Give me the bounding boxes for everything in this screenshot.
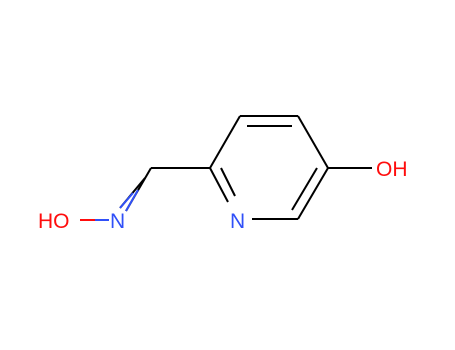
bond-c2-n1-double	[220, 167, 236, 197]
bond-ch-n-part2	[125, 189, 139, 212]
oxime-oxygen-label: HO	[38, 210, 70, 233]
ring-nitrogen-label: N	[230, 210, 245, 233]
pyridine-ring	[209, 115, 329, 220]
bond-c4-c5	[297, 115, 329, 169]
bond-c2-c3	[209, 115, 241, 169]
bond-c5-c6-double	[291, 167, 318, 211]
bond-c2-n1	[209, 167, 229, 203]
hydroxyl-label: OH	[376, 158, 408, 181]
bond-c5-c6	[297, 167, 329, 220]
oxime-nitrogen-label: N	[110, 210, 125, 233]
bond-ch-n-double-part2	[119, 192, 134, 209]
